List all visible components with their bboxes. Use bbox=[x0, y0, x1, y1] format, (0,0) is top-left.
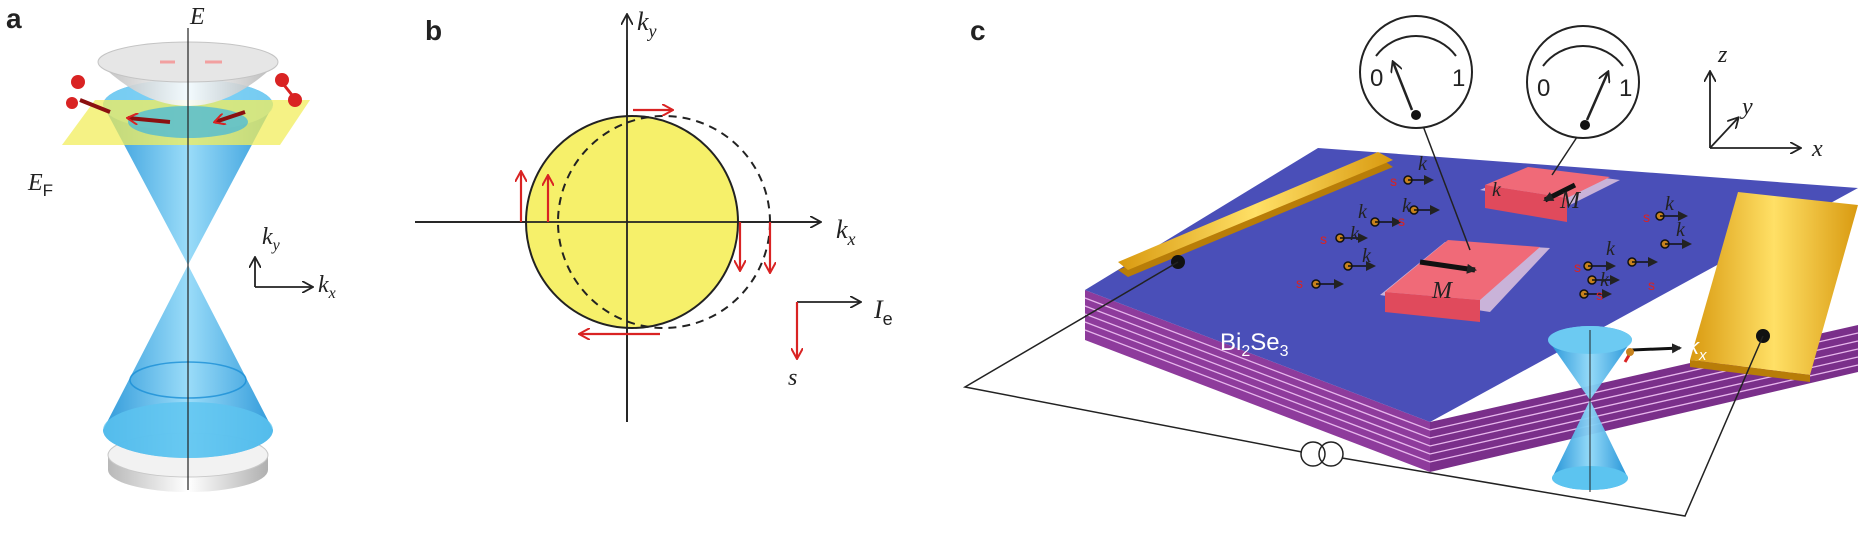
kx-label-a: kx bbox=[318, 272, 336, 302]
axis-x-label: x bbox=[1811, 136, 1823, 162]
xyz-axes: x y z bbox=[1710, 42, 1823, 162]
surface-spins bbox=[1311, 175, 1692, 299]
ky-label-a: ky bbox=[262, 224, 281, 254]
meter-right-min: 0 bbox=[1537, 75, 1550, 102]
svg-text:k: k bbox=[1492, 179, 1502, 201]
panel-a: a E bbox=[6, 3, 336, 492]
meter-left-max: 1 bbox=[1452, 65, 1465, 92]
cone-k-label: kx bbox=[1688, 334, 1707, 364]
current-spin-legend: Ie s bbox=[788, 295, 893, 391]
surface-arrow-group-left bbox=[1311, 175, 1440, 289]
energy-axis-label: E bbox=[189, 4, 205, 30]
meter-left: 0 1 bbox=[1359, 15, 1473, 251]
svg-text:k: k bbox=[1358, 201, 1368, 223]
svg-text:s: s bbox=[1320, 231, 1327, 247]
svg-text:s: s bbox=[1643, 209, 1650, 225]
svg-text:k: k bbox=[1350, 223, 1360, 245]
panel-c: c bbox=[962, 15, 1859, 517]
surface-s-labels: s s s s s s s s bbox=[1296, 173, 1655, 303]
svg-text:s: s bbox=[1596, 287, 1603, 303]
axis-z-label: z bbox=[1717, 42, 1728, 68]
svg-text:k: k bbox=[1402, 195, 1412, 217]
circuit-wire bbox=[962, 261, 1764, 517]
axis-y-label: y bbox=[1740, 94, 1753, 120]
material-label: Bi2Se3 bbox=[1220, 329, 1289, 360]
magnet-lower-label: M bbox=[1431, 278, 1454, 304]
momentum-axes-a: kx ky bbox=[255, 224, 336, 302]
svg-text:k: k bbox=[1362, 245, 1372, 267]
svg-text:k: k bbox=[1600, 269, 1610, 291]
meter-right-max: 1 bbox=[1619, 75, 1632, 102]
svg-text:k: k bbox=[1665, 193, 1675, 215]
svg-text:k: k bbox=[1418, 153, 1428, 175]
meter-left-min: 0 bbox=[1370, 65, 1383, 92]
magnet-lower: M bbox=[1380, 240, 1550, 322]
electrode-right bbox=[1690, 192, 1858, 382]
meter-right: 0 1 bbox=[1526, 25, 1640, 176]
small-dirac-cone: kx s bbox=[1548, 326, 1707, 492]
surface-arrow-group-right bbox=[1579, 211, 1692, 299]
current-label: Ie bbox=[873, 295, 893, 329]
kx-label-b: kx bbox=[836, 215, 856, 249]
spin-arrows-a bbox=[66, 73, 302, 122]
spin-arrows-b bbox=[521, 110, 770, 334]
panel-c-letter: c bbox=[970, 15, 986, 46]
svg-text:k: k bbox=[1606, 238, 1616, 260]
magnet-upper-label: M bbox=[1559, 188, 1582, 214]
svg-text:s: s bbox=[1648, 277, 1655, 293]
spin-label-b: s bbox=[788, 365, 797, 391]
svg-text:s: s bbox=[1398, 213, 1405, 229]
panel-b: b kx ky Ie s bbox=[415, 7, 893, 422]
panel-b-letter: b bbox=[425, 15, 442, 46]
svg-text:s: s bbox=[1296, 275, 1303, 291]
svg-text:k: k bbox=[1676, 219, 1686, 241]
svg-text:s: s bbox=[1390, 173, 1397, 189]
fermi-label: EF bbox=[27, 170, 53, 200]
magnet-upper: M bbox=[1480, 167, 1620, 222]
svg-text:s: s bbox=[1574, 259, 1581, 275]
panel-a-letter: a bbox=[6, 3, 22, 34]
ky-label-b: ky bbox=[637, 7, 657, 41]
surface-k-labels: k k k k k k k k k k bbox=[1350, 153, 1686, 291]
cone-s-label: s bbox=[1640, 353, 1650, 375]
